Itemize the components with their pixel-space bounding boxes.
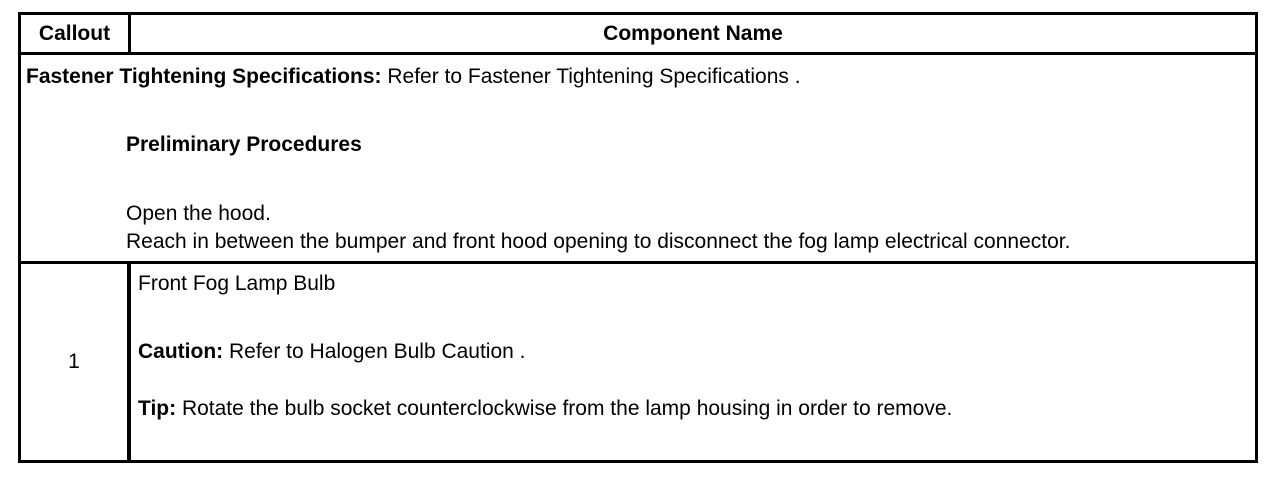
row-component-name: Front Fog Lamp Bulb	[138, 272, 336, 295]
preliminary-step: Reach in between the bumper and front ho…	[126, 230, 1071, 253]
header-component-name: Component Name	[603, 21, 783, 45]
procedure-table: Callout Component Name Fastener Tighteni…	[18, 12, 1258, 463]
fastener-spec-text: Refer to Fastener Tightening Specificati…	[381, 65, 801, 88]
tip-label: Tip:	[138, 397, 177, 420]
preliminary-step: Open the hood.	[126, 202, 271, 225]
row-tip: Tip: Rotate the bulb socket counterclock…	[138, 397, 952, 421]
preliminary-procedures-title: Preliminary Procedures	[126, 133, 362, 156]
header-callout: Callout	[21, 15, 131, 52]
caution-label: Caution:	[138, 340, 224, 363]
caution-text: Refer to Halogen Bulb Caution .	[223, 340, 526, 363]
fastener-spec-line: Fastener Tightening Specifications: Refe…	[26, 65, 801, 89]
table-row: 1 Front Fog Lamp Bulb Caution: Refer to …	[21, 264, 1255, 460]
specifications-section: Fastener Tightening Specifications: Refe…	[21, 55, 1255, 264]
tip-text: Rotate the bulb socket counterclockwise …	[176, 397, 953, 420]
fastener-spec-label: Fastener Tightening Specifications:	[26, 65, 382, 88]
row-caution: Caution: Refer to Halogen Bulb Caution .	[138, 340, 526, 364]
table-header-row: Callout Component Name	[21, 15, 1255, 55]
row-callout-number: 1	[21, 264, 131, 460]
